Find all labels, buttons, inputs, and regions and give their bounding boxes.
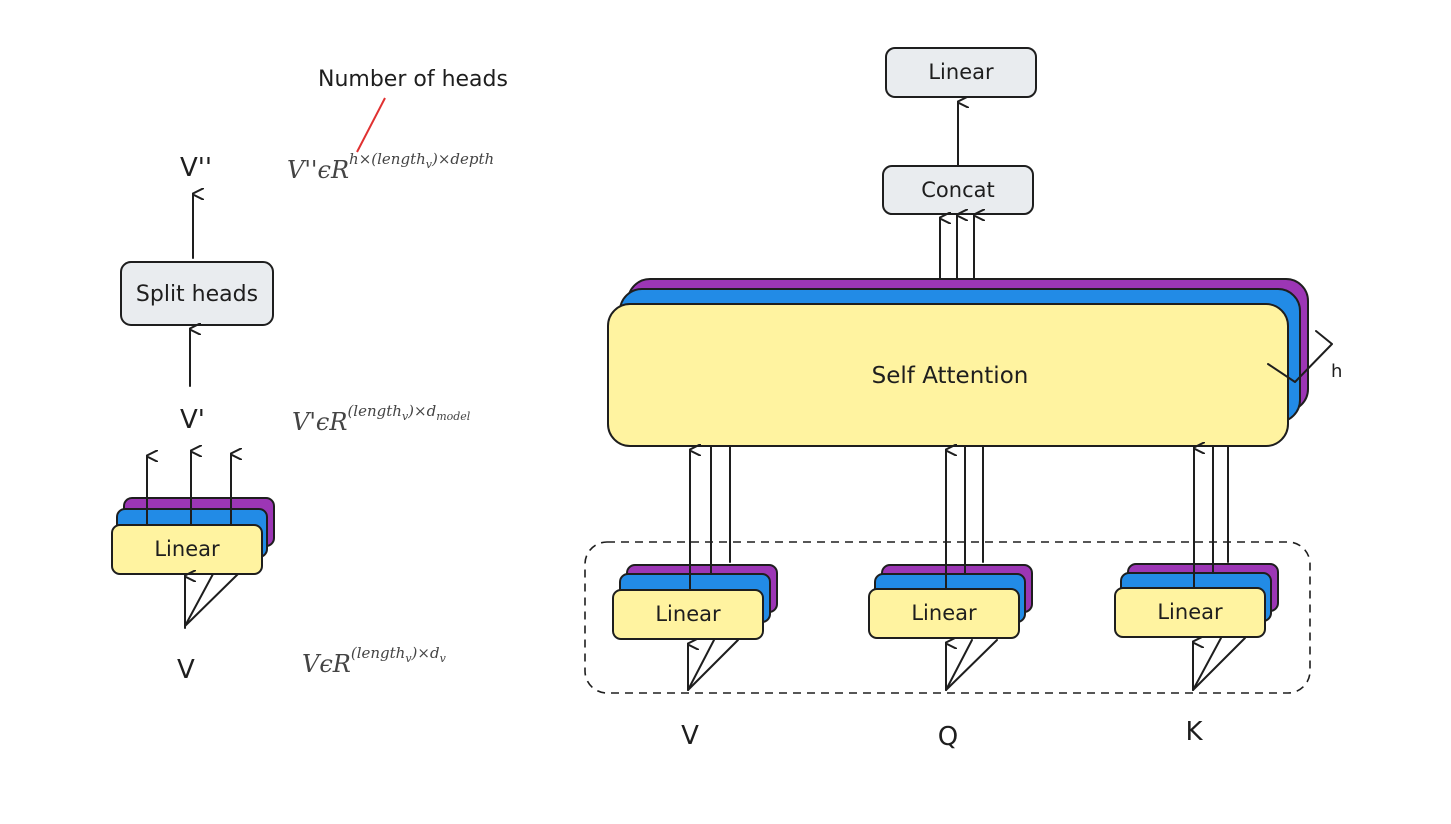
h-bracket <box>1267 330 1333 383</box>
concat-label: Concat <box>921 178 994 202</box>
q-input-label: Q <box>938 722 958 752</box>
k-fan-line-1 <box>1192 637 1222 691</box>
q-fan-line-1 <box>945 639 973 691</box>
linear-q-label: Linear <box>911 601 977 625</box>
linear-k-box <box>1114 587 1266 638</box>
branch-q: Linear Q <box>868 447 1033 752</box>
left-fan-line-1 <box>184 573 214 627</box>
v-input-label: V <box>681 721 699 751</box>
split-heads-label: Split heads <box>136 282 258 307</box>
number-of-heads-annotation: Number of heads <box>318 67 508 92</box>
linear-projection-group <box>584 541 1311 694</box>
branch-v: Linear V <box>612 447 778 751</box>
v-fan-line-2 <box>687 639 739 691</box>
right-multihead-attention: Linear Concat Self Attention h Linear <box>584 47 1342 752</box>
h-label: h <box>1331 361 1342 382</box>
formula-v: VϵR(lengthv)×dv <box>302 644 447 678</box>
top-linear-label: Linear <box>928 60 994 84</box>
formula-v-prime: V'ϵR(lengthv)×dmodel <box>292 402 471 436</box>
k-input-label: K <box>1185 717 1203 747</box>
left-linear-label: Linear <box>154 537 220 561</box>
left-pipeline: Number of heads V'' V''ϵRh×(lengthv)×dep… <box>111 67 508 685</box>
self-attention-label: Self Attention <box>872 363 1029 389</box>
branch-k: Linear K <box>1114 447 1279 747</box>
linear-k-label: Linear <box>1157 600 1223 624</box>
q-fan-line-2 <box>945 639 998 691</box>
linear-v-label: Linear <box>655 602 721 626</box>
v-prime-label: V' <box>180 405 205 435</box>
k-fan-line-2 <box>1192 637 1246 691</box>
v-fan-line-1 <box>687 639 715 691</box>
v-double-prime-label: V'' <box>180 153 212 183</box>
annotation-pointer <box>356 97 386 153</box>
linear-q-box <box>868 588 1020 639</box>
v-input-label: V <box>177 655 195 685</box>
formula-v-double-prime: V''ϵRh×(lengthv)×depth <box>287 150 494 184</box>
left-fan-line-2 <box>184 573 239 627</box>
